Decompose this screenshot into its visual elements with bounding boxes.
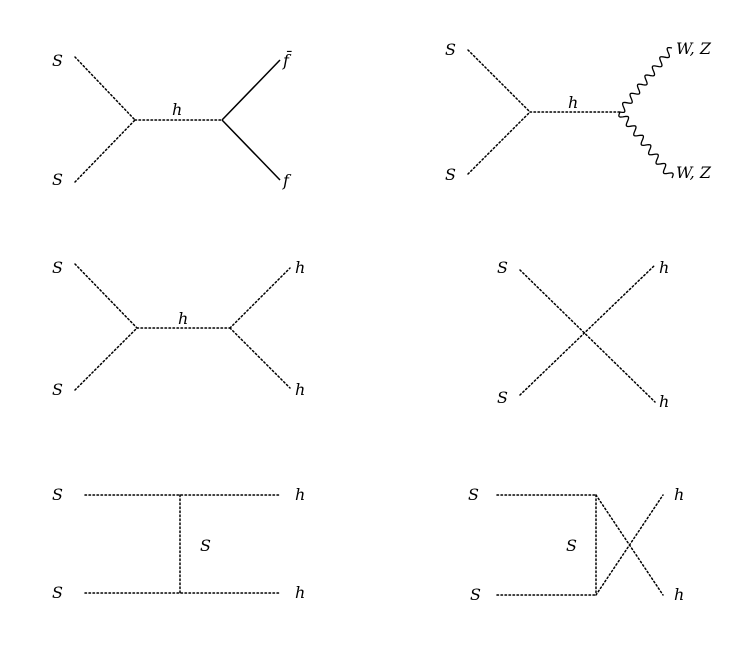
- in-top-label: S: [445, 40, 456, 59]
- propagator-label: S: [566, 536, 577, 555]
- scalar-to-higgs-line-2: [519, 264, 656, 396]
- incoming-scalar-top-line: [74, 56, 136, 121]
- out-top-label: h: [674, 485, 684, 504]
- out-top-label: h: [295, 485, 305, 504]
- out-top-label: f̄: [282, 49, 292, 70]
- gauge-boson-bottom-line: [618, 111, 674, 179]
- out-bottom-label: f: [282, 171, 292, 190]
- diagram-s-channel-fermion: S S h f̄ f: [52, 49, 292, 190]
- incoming-scalar-bottom-line: [74, 327, 138, 391]
- propagator-label: h: [172, 100, 182, 119]
- propagator-label: h: [568, 93, 578, 112]
- scalar-to-higgs-line-1: [519, 269, 656, 403]
- diagram-u-channel: S S S h h: [468, 485, 684, 604]
- in-bottom-label: S: [497, 388, 508, 407]
- in-top-label: S: [52, 485, 63, 504]
- diagram-t-channel: S S S h h: [52, 485, 305, 602]
- gauge-boson-top-line: [619, 46, 673, 114]
- out-top-label: W, Z: [676, 39, 712, 58]
- propagator-label: h: [178, 309, 188, 328]
- propagator-label: S: [200, 536, 211, 555]
- in-top-label: S: [52, 51, 63, 70]
- in-top-label: S: [52, 258, 63, 277]
- out-bottom-label: h: [295, 380, 305, 399]
- in-bottom-label: S: [470, 585, 481, 604]
- incoming-scalar-top-line: [467, 49, 531, 113]
- in-top-label: S: [497, 258, 508, 277]
- in-bottom-label: S: [52, 170, 63, 189]
- antifermion-line: [221, 59, 281, 121]
- out-bottom-label: h: [674, 585, 684, 604]
- in-top-label: S: [468, 485, 479, 504]
- out-bottom-label: h: [659, 392, 669, 411]
- out-top-label: h: [295, 258, 305, 277]
- crossed-higgs-line-2: [595, 494, 664, 596]
- out-bottom-label: h: [295, 583, 305, 602]
- in-bottom-label: S: [52, 380, 63, 399]
- fermion-line: [221, 119, 281, 181]
- incoming-scalar-bottom-line: [467, 111, 531, 175]
- out-bottom-label: W, Z: [676, 163, 712, 182]
- in-bottom-label: S: [52, 583, 63, 602]
- incoming-scalar-bottom-line: [74, 119, 136, 183]
- out-top-label: h: [659, 258, 669, 277]
- diagram-s-channel-higgs: S S h h h: [52, 258, 305, 399]
- outgoing-higgs-top-line: [229, 267, 291, 329]
- incoming-scalar-top-line: [74, 263, 138, 329]
- in-bottom-label: S: [445, 165, 456, 184]
- outgoing-higgs-bottom-line: [229, 327, 291, 389]
- diagram-s-channel-gauge: S S h W, Z W, Z: [445, 39, 712, 184]
- diagram-contact: S S h h: [497, 258, 669, 411]
